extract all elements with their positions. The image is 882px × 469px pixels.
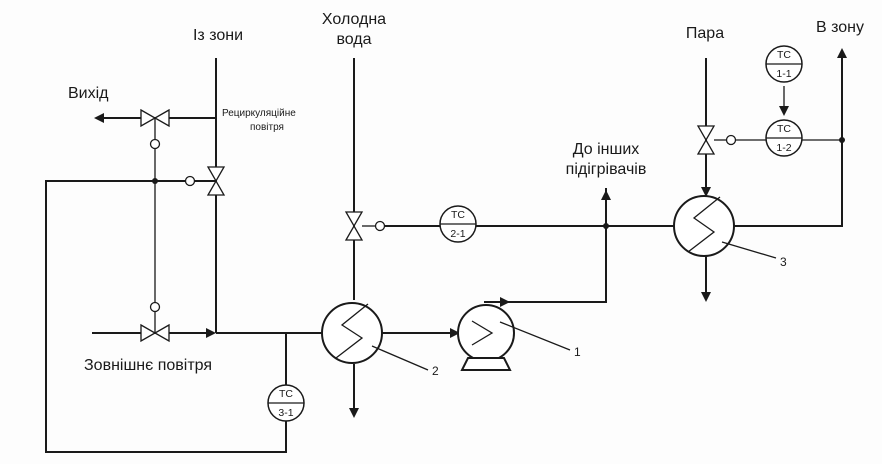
tc-1-2-top: TC: [777, 123, 791, 135]
label-other-heaters-line2: підігрівачів: [566, 161, 647, 178]
label-to-zone: В зону: [816, 19, 864, 36]
controller-tc-1-1: TC 1-1: [765, 45, 803, 83]
cold-water-valve: [344, 211, 386, 241]
fan: [457, 304, 571, 371]
exit-damper: [140, 108, 170, 150]
label-cold-water-line2: вода: [336, 31, 371, 48]
tc-3-1-bottom: 3-1: [278, 407, 293, 419]
label-other-heaters-line1: До інших: [573, 141, 640, 158]
number-fan: 1: [574, 345, 581, 359]
controller-tc-2-1: TC 2-1: [439, 205, 477, 243]
pipelines: [45, 48, 847, 453]
controller-tc-3-1: TC 3-1: [267, 384, 305, 422]
outside-air-damper: [140, 301, 170, 343]
tc-2-1-top: TC: [451, 209, 465, 221]
recirculation-damper: [184, 166, 226, 196]
tc-1-1-top: TC: [777, 49, 791, 61]
label-recirculation-line2: повітря: [250, 122, 284, 133]
tc-3-1-top: TC: [279, 388, 293, 400]
tc-1-2-bottom: 1-2: [776, 142, 791, 154]
label-from-zone: Із зони: [193, 27, 243, 44]
steam-valve: [696, 125, 737, 155]
cooler-heat-exchanger: [321, 302, 429, 371]
label-steam: Пара: [686, 25, 724, 42]
label-outside-air: Зовнішнє повітря: [84, 357, 212, 374]
number-heater: 3: [780, 255, 787, 269]
label-recirculation-line1: Рециркуляційне: [222, 108, 296, 119]
tc-1-1-bottom: 1-1: [776, 68, 791, 80]
junctions: [152, 137, 845, 229]
controller-tc-1-2: TC 1-2: [765, 119, 803, 157]
label-exit: Вихід: [68, 85, 109, 102]
steam-heater: [673, 195, 777, 259]
tc-2-1-bottom: 2-1: [450, 228, 465, 240]
label-cold-water-line1: Холодна: [322, 11, 386, 28]
number-cooler: 2: [432, 364, 439, 378]
